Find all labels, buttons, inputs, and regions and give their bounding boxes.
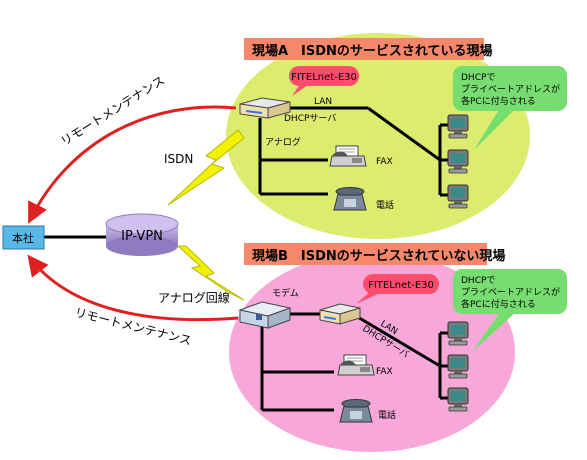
site-a-router [239, 97, 291, 119]
site-a-title-bar [244, 38, 484, 60]
site-a-bubble-line-1: DHCPで [461, 73, 495, 83]
site-b-bubble-line-3: 各PCに付与される [461, 298, 536, 310]
site-a-dhcp-bubble [453, 66, 567, 150]
site-b-router-name: FITELnet-E30 [368, 280, 434, 291]
site-b-title-bar [244, 243, 487, 265]
remote-maintenance-label-top: リモートメンテナンス [58, 73, 167, 148]
site-a-pc-icon [447, 149, 469, 174]
site-b-router-tag [363, 274, 439, 294]
site-a-phone-label: 電話 [376, 199, 394, 211]
site-b-pc-icon [447, 354, 469, 379]
analog-line-label: アナログ回線 [158, 290, 230, 305]
site-b-modem-label: モデム [272, 287, 299, 299]
site-a-title: 現場A ISDNのサービスされている現場 [252, 43, 493, 59]
site-b-area [229, 252, 515, 452]
isdn-line-label: ISDN [164, 152, 193, 166]
site-a-lan-label: LAN [314, 97, 332, 107]
site-b-network-lines [260, 312, 456, 412]
site-b-pc-icon [447, 387, 469, 412]
site-a-router-tag [289, 66, 359, 86]
site-b-bubble-line-2: プライベートアドレスが [461, 286, 560, 298]
ip-vpn-cloud [105, 213, 179, 256]
site-b-title: 現場B ISDNのサービスされていない現場 [252, 248, 505, 264]
remote-maintenance-label-bottom: リモートメンテナンス [73, 305, 193, 348]
site-b-fax-label: FAX [376, 367, 393, 377]
site-b-dhcp-bubble [453, 269, 567, 352]
remote-maintenance-arrow-bottom [27, 254, 239, 322]
site-a-dhcp-label: DHCPサーバ [284, 113, 336, 124]
site-a-phone-icon [333, 187, 367, 211]
analog-lightning-icon [176, 245, 245, 301]
site-b-phone-label: 電話 [378, 409, 396, 421]
site-b-pc-icon [447, 321, 469, 346]
site-a-bubble-line-2: プライベートアドレスが [461, 83, 560, 95]
site-a-fax-label: FAX [376, 157, 393, 167]
site-b-bubble-line-1: DHCPで [461, 276, 495, 286]
site-a-router-name: FITELnet-E30 [291, 72, 357, 83]
site-b-router [319, 303, 361, 325]
headquarters-label: 本社 [12, 231, 34, 245]
headquarters-box [2, 225, 45, 250]
site-a-analog-label: アナログ [265, 136, 301, 148]
site-b-modem [238, 301, 292, 329]
isdn-lightning-icon [167, 129, 245, 206]
remote-maintenance-arrow-top [28, 105, 237, 224]
ip-vpn-label: IP-VPN [121, 229, 163, 244]
site-b-phone-icon [339, 399, 373, 423]
site-a-pc-icon [447, 114, 469, 139]
site-a-bubble-line-3: 各PCに付与される [461, 95, 536, 107]
site-a-pc-icon [447, 184, 469, 209]
